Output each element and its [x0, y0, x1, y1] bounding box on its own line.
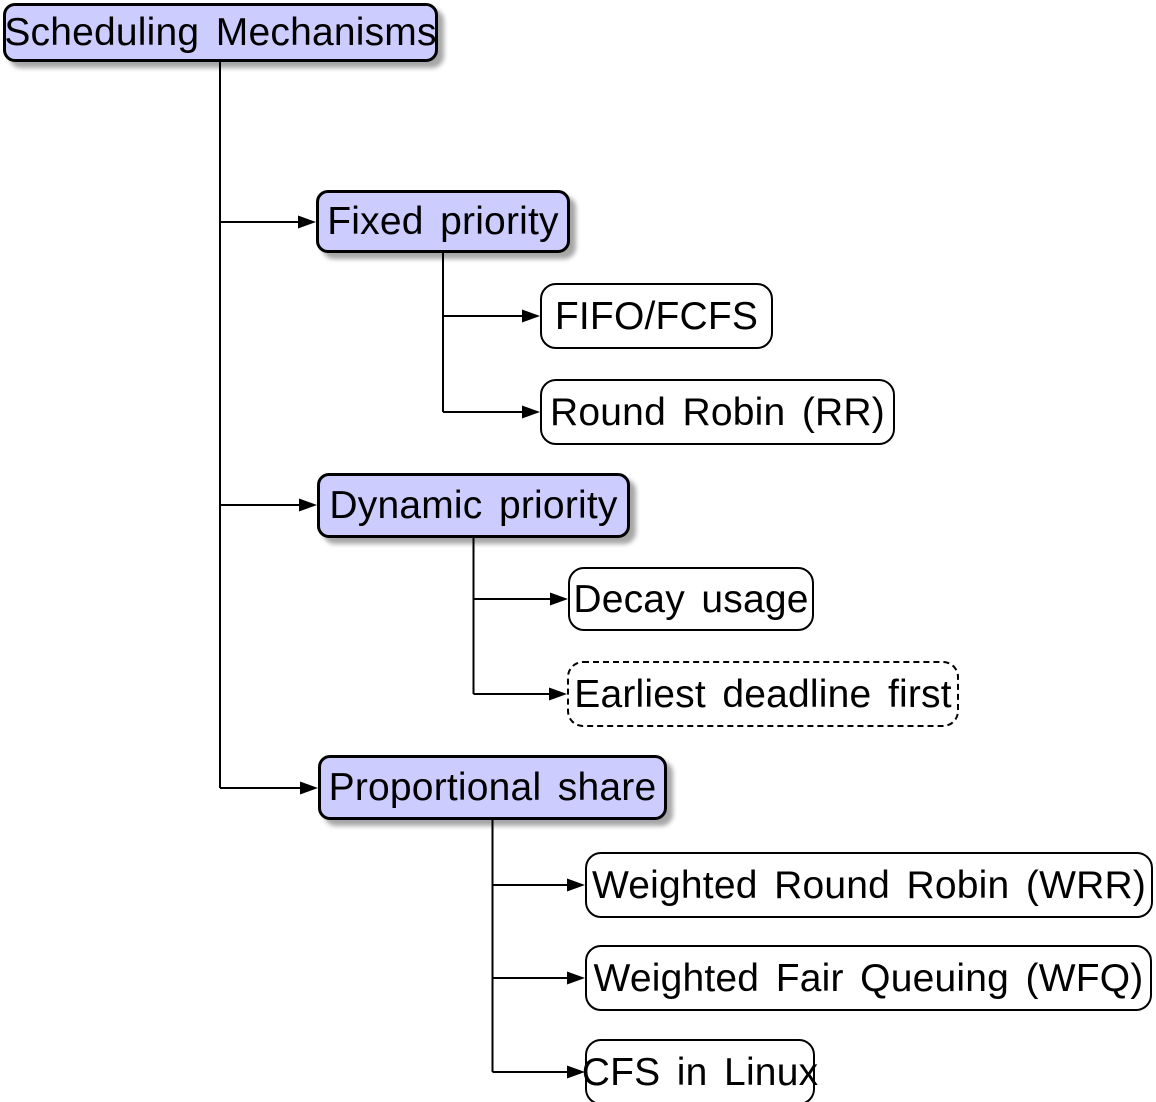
node-scheduling-mechanisms: Scheduling Mechanisms [3, 3, 438, 62]
arrowhead-decay-usage [550, 592, 568, 606]
arrowhead-proportional-share [300, 781, 318, 795]
node-proportional-share: Proportional share [318, 755, 667, 820]
arrowhead-fixed-priority [298, 215, 316, 229]
node-fifo-fcfs: FIFO/FCFS [540, 283, 773, 349]
arrowhead-wfq [567, 971, 585, 985]
node-decay-usage: Decay usage [568, 567, 814, 631]
arrowhead-edf [549, 687, 567, 701]
arrowhead-cfs [567, 1065, 585, 1079]
node-weighted-round-robin: Weighted Round Robin (WRR) [585, 852, 1153, 918]
node-cfs-in-linux: CFS in Linux [582, 1039, 818, 1102]
arrowhead-fifo [522, 309, 540, 323]
node-fixed-priority: Fixed priority [316, 190, 570, 253]
arrowhead-dynamic-priority [299, 498, 317, 512]
node-dynamic-priority: Dynamic priority [317, 473, 630, 538]
arrowhead-round-robin [522, 405, 540, 419]
node-weighted-fair-queuing: Weighted Fair Queuing (WFQ) [585, 945, 1152, 1011]
node-round-robin: Round Robin (RR) [540, 379, 895, 445]
node-earliest-deadline-first: Earliest deadline first [567, 661, 959, 727]
arrowhead-wrr [567, 878, 585, 892]
